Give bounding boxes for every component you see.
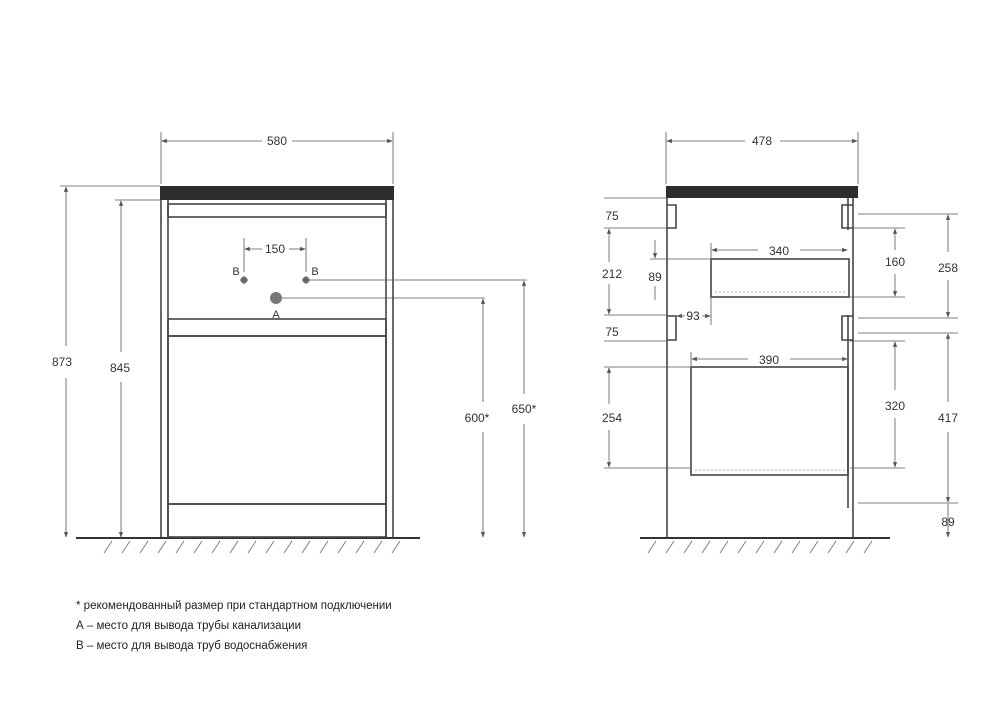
drain-marker: A [272, 309, 280, 321]
dim-label-160: 160 [885, 255, 905, 269]
dim-label-supply-height: 650* [512, 402, 537, 416]
legend-notes: * рекомендованный размер при стандартном… [76, 596, 392, 656]
dim-label-417: 417 [938, 411, 958, 425]
dim-320: 320 [850, 340, 905, 469]
dim-89-left: 89 [648, 240, 710, 300]
note-b: В – место для вывода труб водоснабжения [76, 640, 308, 652]
dim-160: 160 [850, 227, 905, 298]
dim-label-89-bottom: 89 [941, 515, 955, 529]
dim-label-320: 320 [885, 399, 905, 413]
dim-label-total-height: 873 [52, 355, 72, 369]
side-floor [640, 537, 890, 554]
dim-label-89-left: 89 [648, 270, 662, 284]
dim-body-height-845: 845 [110, 199, 160, 538]
dim-label-212: 212 [602, 267, 622, 281]
dim-93: 93 [676, 298, 712, 325]
dim-390: 390 [690, 352, 848, 367]
dim-label-tap-spacing: 150 [265, 242, 285, 256]
front-floor [76, 537, 420, 554]
dim-label-390: 390 [759, 353, 779, 367]
dim-label-body-height: 845 [110, 361, 130, 375]
dim-label-width: 580 [267, 134, 287, 148]
dim-label-93: 93 [686, 309, 700, 323]
note-asterisk: * рекомендованный размер при стандартном… [76, 600, 392, 612]
dim-drain-height-600: 600* [465, 298, 490, 538]
supply-points: B B [232, 266, 527, 284]
front-cabinet-frame [160, 200, 394, 538]
dim-label-340: 340 [769, 244, 789, 258]
dim-width-580: 580 [160, 132, 394, 184]
dim-right-column: 258 417 89 [858, 213, 958, 538]
side-cabinet-frame [666, 198, 854, 537]
dim-supply-height-650: 650* [512, 280, 537, 538]
note-a: А – место для вывода трубы канализации [76, 620, 302, 632]
drain-point: A [270, 292, 485, 321]
front-countertop [160, 186, 394, 200]
supply-marker-right: B [311, 266, 318, 278]
dim-label-258: 258 [938, 261, 958, 275]
side-left-dims: 75 212 75 254 [602, 197, 690, 469]
dim-label-75-top: 75 [605, 209, 619, 223]
dim-label-depth: 478 [752, 134, 772, 148]
dim-label-75-mid: 75 [605, 325, 619, 339]
dim-340: 340 [710, 243, 848, 258]
dim-tap-spacing-150: 150 [243, 238, 307, 272]
side-view: 478 75 212 75 254 89 [602, 132, 958, 554]
supply-marker-left: B [232, 266, 239, 278]
side-countertop [666, 186, 858, 198]
dim-label-drain-height: 600* [465, 411, 490, 425]
dim-depth-478: 478 [665, 132, 859, 184]
dim-total-height-873: 873 [52, 185, 160, 538]
dim-label-254: 254 [602, 411, 622, 425]
front-view: 580 150 B B A [52, 132, 537, 554]
